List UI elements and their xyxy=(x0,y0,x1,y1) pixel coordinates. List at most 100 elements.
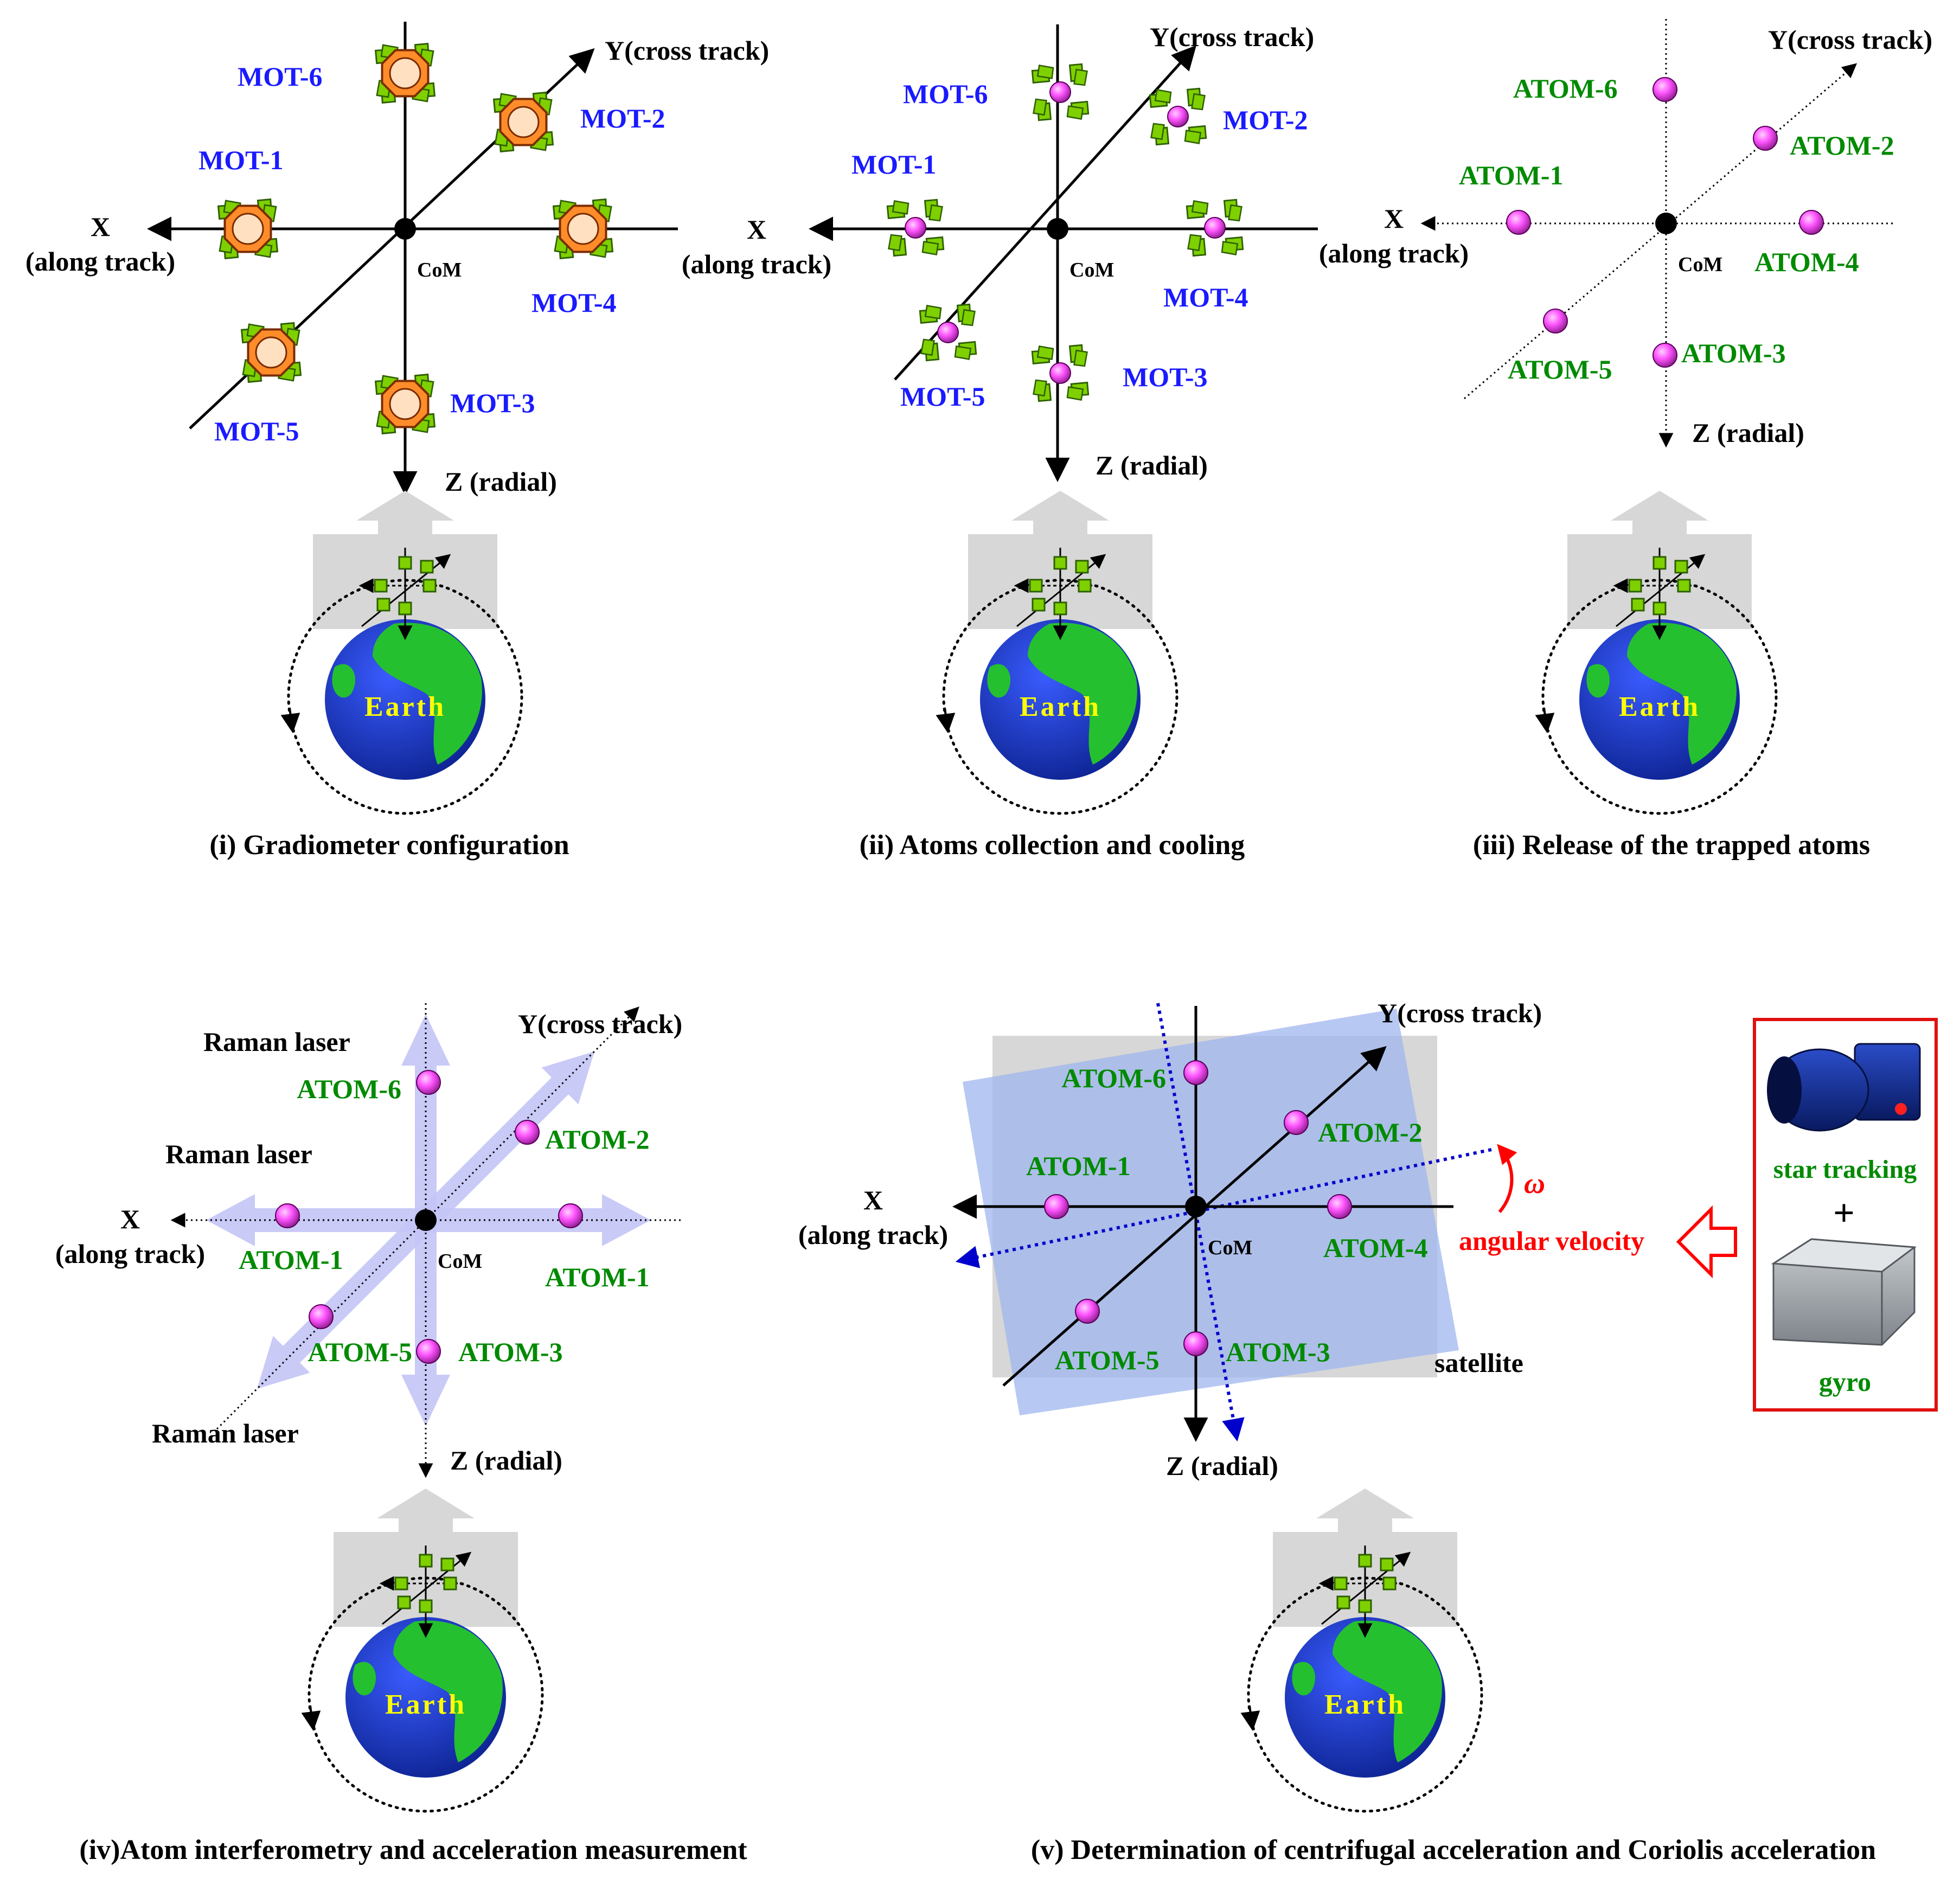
center-of-mass-dot xyxy=(1185,1196,1207,1217)
com-label: CoM xyxy=(417,259,462,281)
orbit-direction-arrow xyxy=(1535,707,1555,734)
mini-mot-square xyxy=(394,1576,408,1591)
center-of-mass-dot xyxy=(394,218,416,240)
earth-orbit-illustration: Earth xyxy=(301,1489,544,1813)
star-tracker-icon xyxy=(1767,1043,1921,1132)
atom-label: ATOM-6 xyxy=(1513,73,1618,104)
mini-y-axis xyxy=(1321,1551,1411,1625)
cooling-beam-arrow xyxy=(1066,386,1084,401)
atom-marker xyxy=(1075,1299,1100,1324)
plus-sign: + xyxy=(1833,1192,1855,1234)
mot-trap xyxy=(217,198,279,260)
z-axis-label: Z (radial) xyxy=(1692,418,1804,448)
gray-up-arrow xyxy=(377,1489,475,1532)
atom-label: ATOM-1 xyxy=(239,1245,343,1275)
atom-label: ATOM-1 xyxy=(1459,160,1564,190)
cooling-beam-arrow xyxy=(928,204,943,222)
mot-label: MOT-2 xyxy=(1223,105,1308,135)
z-axis-label: Z (radial) xyxy=(445,466,557,497)
cooling-beam-arrow xyxy=(1150,123,1165,140)
cooling-beam-arrow xyxy=(1228,204,1242,222)
mot-label: MOT-4 xyxy=(1163,282,1248,312)
atom-label: ATOM-1 xyxy=(1026,1151,1131,1181)
atom-label: ATOM-4 xyxy=(1754,247,1859,277)
earth-continent xyxy=(1333,1620,1442,1762)
mini-mot-square xyxy=(1053,556,1067,570)
mini-mot-square xyxy=(1358,1554,1372,1568)
atom-label: ATOM-6 xyxy=(1061,1063,1166,1093)
cooling-beam-arrow xyxy=(1184,130,1202,144)
camera-lens xyxy=(1767,1056,1802,1124)
mini-mot-square xyxy=(1336,1595,1350,1609)
atom-label: ATOM-6 xyxy=(297,1074,401,1104)
raman-label-top: Raman laser xyxy=(203,1027,350,1057)
x-axis-sub: (along track) xyxy=(55,1239,205,1269)
mini-mot-square xyxy=(397,1595,411,1609)
mot-core xyxy=(232,213,264,245)
earth-label: Earth xyxy=(1324,1689,1406,1720)
com-label: CoM xyxy=(1069,259,1114,281)
cooling-beam-arrow xyxy=(961,309,976,326)
atom-label: ATOM-1 xyxy=(545,1262,650,1292)
atom-label: ATOM-2 xyxy=(545,1124,650,1155)
atom-marker xyxy=(937,322,959,343)
y-axis xyxy=(216,1006,639,1430)
mini-mot-square xyxy=(1075,560,1089,574)
panel-caption: (ii) Atoms collection and cooling xyxy=(860,830,1245,861)
x-axis-sub: (along track) xyxy=(1319,238,1469,268)
mini-mot-square xyxy=(398,601,412,615)
gyro-label: gyro xyxy=(1819,1367,1871,1397)
cooling-beam-arrow xyxy=(888,234,902,252)
z-axis-label: Z (radial) xyxy=(1166,1451,1278,1481)
atom-label: ATOM-3 xyxy=(1681,338,1786,368)
mini-mot-square xyxy=(1652,601,1667,615)
x-axis-name: X xyxy=(1384,203,1404,234)
raman-label-bottom: Raman laser xyxy=(152,1418,299,1448)
atom-marker xyxy=(1183,1331,1208,1356)
mini-mot-square xyxy=(1029,579,1043,593)
mini-mot-square xyxy=(419,1599,433,1613)
star-tracking-label: star tracking xyxy=(1773,1155,1917,1184)
atom-marker xyxy=(275,1203,300,1228)
omega-rotation-arrow xyxy=(1497,1144,1517,1213)
atom-marker xyxy=(1167,106,1189,127)
angular-velocity-label: angular velocity xyxy=(1459,1226,1644,1256)
x-axis-sub: (along track) xyxy=(682,249,831,279)
earth-orbit-illustration: Earth xyxy=(280,491,523,815)
mini-y-axis xyxy=(382,1551,472,1625)
mot-label: MOT-3 xyxy=(450,388,535,418)
mini-y-axis xyxy=(1616,554,1706,627)
center-of-mass-dot xyxy=(1655,213,1677,234)
z-axis-label: Z (radial) xyxy=(450,1445,562,1476)
atom-label: ATOM-5 xyxy=(1055,1345,1160,1375)
atom-marker xyxy=(558,1203,583,1228)
mot-trap xyxy=(492,91,554,153)
cooling-beam-arrow xyxy=(1154,89,1172,104)
gray-up-arrow xyxy=(356,491,454,534)
atom-marker xyxy=(1049,81,1071,103)
mot-trap xyxy=(374,373,436,435)
earth-continent-west xyxy=(353,1662,376,1696)
mini-mot-square xyxy=(443,1576,457,1591)
z-axis-label: Z (radial) xyxy=(1096,450,1208,480)
panel-caption: (iii) Release of the trapped atoms xyxy=(1473,830,1870,861)
mini-mot-square xyxy=(1334,1576,1348,1591)
y-axis-label: Y(cross track) xyxy=(605,35,769,66)
cooling-beam-arrow xyxy=(1191,93,1206,111)
mini-mot-square xyxy=(376,598,390,612)
x-axis-name: X xyxy=(91,211,110,242)
atom-marker xyxy=(1652,77,1677,102)
cooling-beam-arrow xyxy=(1191,200,1209,215)
earth-orbit-illustration: Earth xyxy=(936,491,1178,815)
atom-marker xyxy=(1183,1060,1208,1085)
omega-symbol: ω xyxy=(1524,1167,1545,1200)
atom-marker xyxy=(309,1304,334,1329)
atom-marker xyxy=(515,1120,540,1145)
atom-marker xyxy=(1204,217,1226,239)
cooling-beam-arrow xyxy=(1066,105,1084,120)
mot-trap xyxy=(240,322,302,383)
earth-continent-west xyxy=(1586,664,1610,698)
